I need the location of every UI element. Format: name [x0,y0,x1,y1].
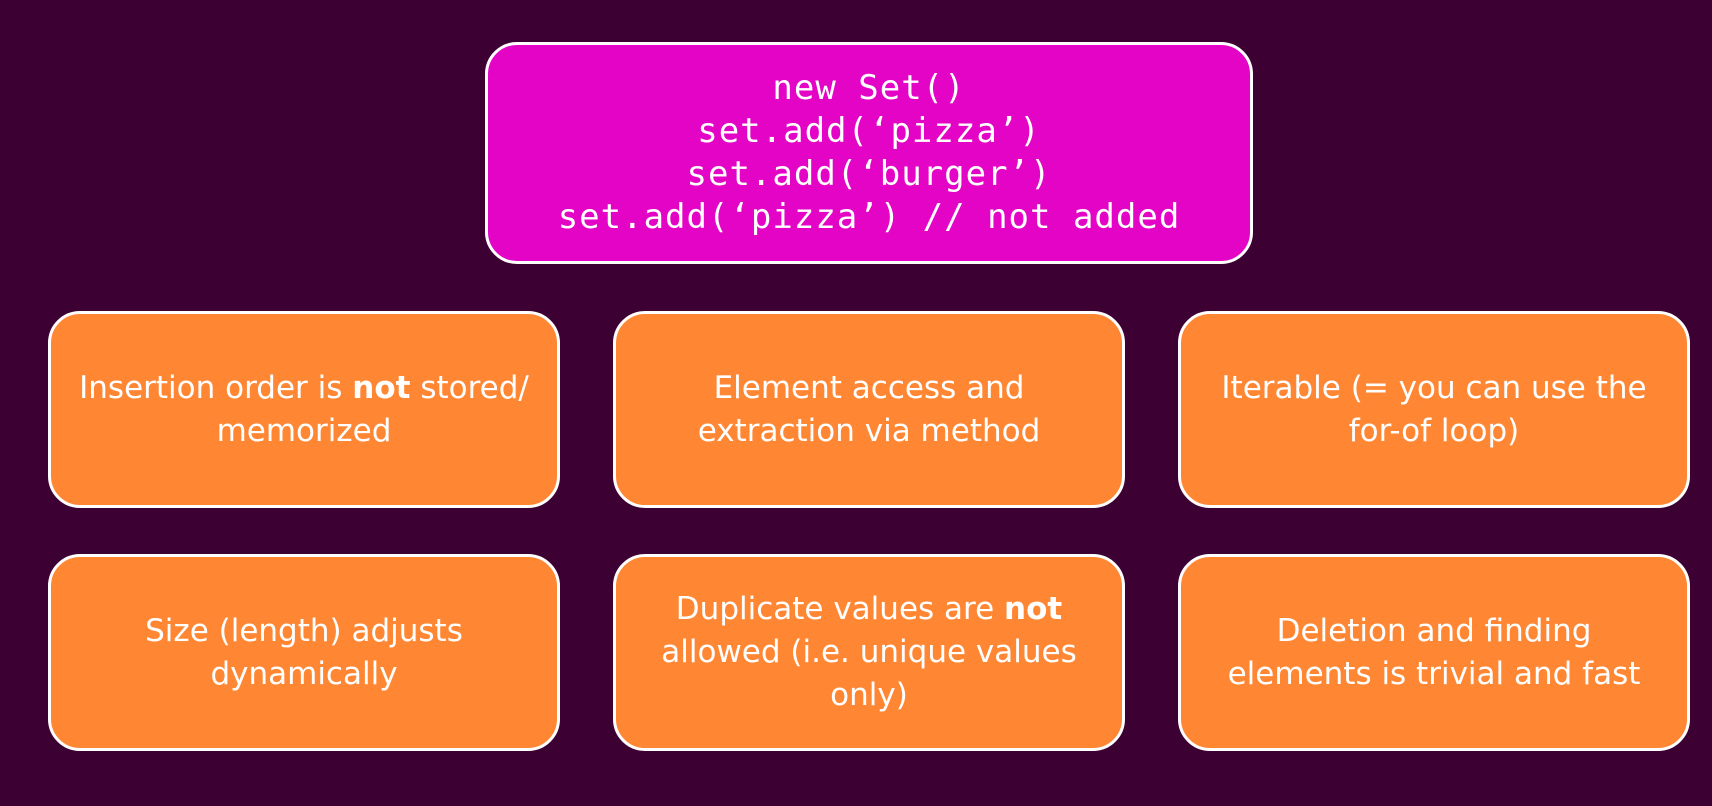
emphasis-not: not [352,369,411,406]
code-line: set.add(‘burger’) [686,154,1052,194]
feature-card-text: Size (length) adjusts dynamically [145,612,463,692]
feature-card-size: Size (length) adjusts dynamically [48,554,560,751]
feature-card-text: Insertion order is not stored/ memorized [79,369,529,449]
set-code-example-box: new Set() set.add(‘pizza’) set.add(‘burg… [485,42,1253,264]
code-line: set.add(‘pizza’) [697,111,1041,151]
feature-card-element-access: Element access and extraction via method [613,311,1125,508]
feature-card-insertion-order: Insertion order is not stored/ memorized [48,311,560,508]
feature-card-text: Iterable (= you can use the for-of loop) [1221,369,1647,449]
emphasis-not: not [1004,591,1063,627]
feature-card-text: Deletion and finding elements is trivial… [1227,612,1641,692]
code-line: set.add(‘pizza’) // not added [557,197,1181,237]
feature-card-duplicates: Duplicate values are not allowed (i.e. u… [613,554,1125,751]
feature-card-iterable: Iterable (= you can use the for-of loop) [1178,311,1690,508]
feature-card-text: Duplicate values are not allowed (i.e. u… [661,591,1077,713]
code-line: new Set() [772,68,966,108]
feature-card-text: Element access and extraction via method [697,369,1041,449]
feature-card-deletion: Deletion and finding elements is trivial… [1178,554,1690,751]
